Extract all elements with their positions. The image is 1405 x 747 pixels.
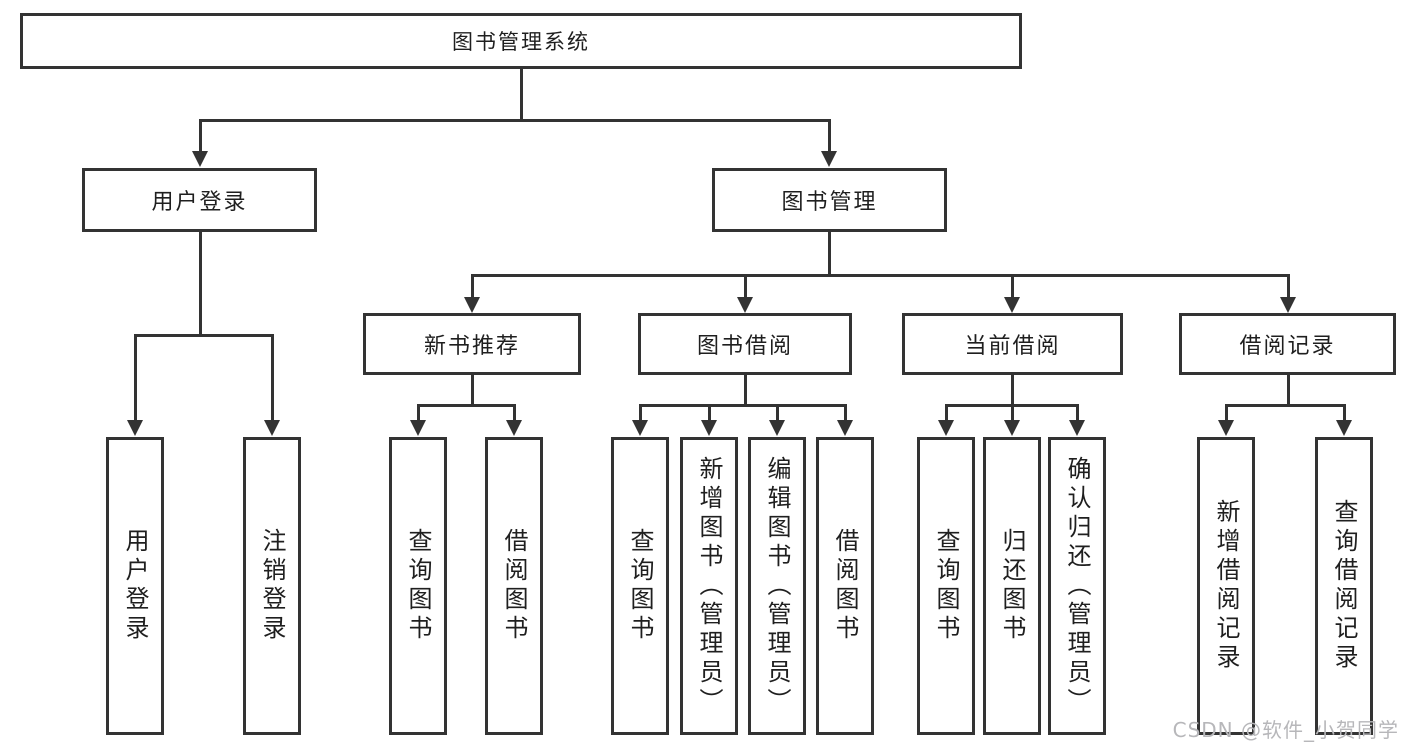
arrowhead <box>1280 297 1296 313</box>
leaf-add-books-admin: 新增图书（管理员） <box>680 437 738 735</box>
leaf-add-borrow-record: 新增借阅记录 <box>1197 437 1255 735</box>
connector <box>134 334 274 337</box>
connector <box>1343 404 1346 422</box>
arrowhead <box>701 420 717 436</box>
connector <box>828 232 831 277</box>
connector <box>199 119 202 152</box>
arrowhead <box>464 297 480 313</box>
arrowhead <box>769 420 785 436</box>
node-new-book-recommendation: 新书推荐 <box>363 313 581 375</box>
arrowhead <box>1336 420 1352 436</box>
arrowhead <box>837 420 853 436</box>
leaf-edit-books-admin: 编辑图书（管理员） <box>748 437 806 735</box>
leaf-user-login: 用户登录 <box>106 437 164 735</box>
arrowhead <box>264 420 280 436</box>
arrowhead <box>1004 297 1020 313</box>
connector <box>471 375 474 407</box>
leaf-search-books-borrowing: 查询图书 <box>611 437 669 735</box>
arrowhead <box>127 420 143 436</box>
node-current-borrowing: 当前借阅 <box>902 313 1123 375</box>
connector <box>1011 404 1014 422</box>
connector <box>417 404 516 407</box>
connector <box>1287 375 1290 407</box>
arrowhead <box>410 420 426 436</box>
leaf-borrow-books-borrowing: 借阅图书 <box>816 437 874 735</box>
connector <box>1287 274 1290 299</box>
leaf-search-books-recommend: 查询图书 <box>389 437 447 735</box>
node-library-management-system: 图书管理系统 <box>20 13 1022 69</box>
leaf-logout: 注销登录 <box>243 437 301 735</box>
connector <box>134 334 137 422</box>
connector <box>945 404 948 422</box>
connector <box>417 404 420 422</box>
connector <box>1225 404 1228 422</box>
connector <box>199 232 202 337</box>
leaf-search-borrow-record: 查询借阅记录 <box>1315 437 1373 735</box>
arrowhead <box>1218 420 1234 436</box>
connector <box>1076 404 1079 422</box>
connector <box>828 119 831 152</box>
connector <box>744 274 747 299</box>
arrowhead <box>1069 420 1085 436</box>
connector <box>471 274 474 299</box>
connector <box>1011 274 1014 299</box>
connector <box>639 404 642 422</box>
leaf-search-books-current: 查询图书 <box>917 437 975 735</box>
arrowhead <box>192 151 208 167</box>
leaf-return-books: 归还图书 <box>983 437 1041 735</box>
connector <box>199 119 831 122</box>
connector <box>744 375 747 407</box>
arrowhead <box>1004 420 1020 436</box>
node-book-management: 图书管理 <box>712 168 947 232</box>
connector <box>520 69 523 121</box>
node-book-borrowing: 图书借阅 <box>638 313 852 375</box>
connector <box>708 404 711 422</box>
connector <box>271 334 274 422</box>
connector <box>513 404 516 422</box>
connector <box>1011 375 1014 407</box>
leaf-borrow-books-recommend: 借阅图书 <box>485 437 543 735</box>
arrowhead <box>821 151 837 167</box>
leaf-confirm-return-admin: 确认归还（管理员） <box>1048 437 1106 735</box>
csdn-watermark: CSDN @软件_小贺同学 <box>1172 718 1399 742</box>
connector <box>471 274 1290 277</box>
connector <box>1225 404 1346 407</box>
arrowhead <box>506 420 522 436</box>
arrowhead <box>632 420 648 436</box>
node-user-login: 用户登录 <box>82 168 317 232</box>
node-borrowing-records: 借阅记录 <box>1179 313 1396 375</box>
connector <box>639 404 847 407</box>
arrowhead <box>737 297 753 313</box>
arrowhead <box>938 420 954 436</box>
connector <box>844 404 847 422</box>
connector <box>776 404 779 422</box>
